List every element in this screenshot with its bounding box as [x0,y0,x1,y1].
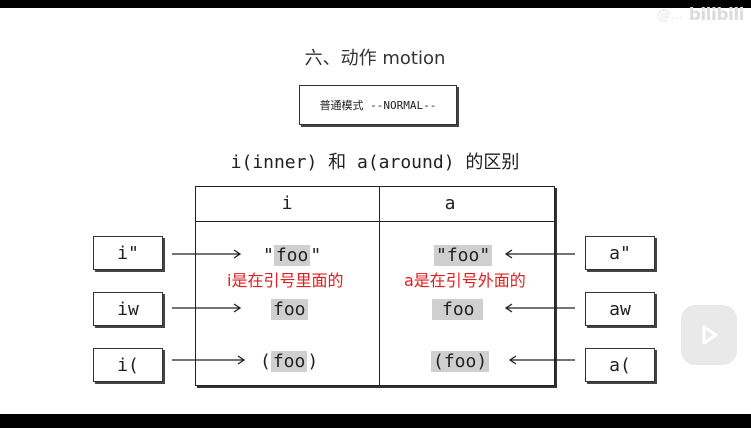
key-iw-label: iw [117,298,139,320]
play-icon [702,325,718,345]
key-a-quote-label: a" [609,242,631,264]
bilibili-logo: bilibili [688,5,745,25]
row3-i-highlight: foo [270,351,308,372]
note-inner: i是在引号里面的 [227,271,344,290]
row3-i-cell: (foo) [260,351,318,372]
row3-a-highlight: (foo) [431,351,490,372]
row2-a-cell: foo [432,299,483,320]
key-aw-label: aw [609,298,631,320]
note-around: a是在引号外面的 [404,271,526,290]
row2-a-highlight: foo [432,299,483,320]
bottom-bar [0,414,751,428]
row3-i-suffix: ) [307,351,319,372]
key-box-i-quote: i" [93,236,163,270]
row1-i-cell: "foo" [263,245,321,266]
table-header-divider [196,221,554,222]
mode-label-box: 普通模式 --NORMAL-- [299,85,457,125]
key-box-i-paren: i( [93,348,163,382]
key-box-aw: aw [585,292,655,326]
row1-i-highlight: foo [273,245,311,266]
table-column-divider [379,187,380,385]
mode-label: 普通模式 --NORMAL-- [319,99,437,112]
bilibili-watermark: @... bilibili [614,4,744,26]
row3-a-cell: (foo) [431,351,490,372]
key-i-paren-label: i( [117,354,139,376]
row1-i-suffix: " [310,245,322,266]
key-box-a-quote: a" [585,236,655,270]
row2-i-cell: foo [271,299,308,320]
row1-a-highlight: "foo" [434,245,493,266]
row3-i-prefix: ( [260,351,271,372]
slide-title: 六、动作 motion [304,48,446,69]
row2-i-highlight: foo [271,299,308,320]
comparison-table: i a "foo" i是在引号里面的 "foo" a是在引号外面的 foo fo… [195,186,555,386]
comparison-subtitle: i(inner) 和 a(around) 的区别 [230,152,520,173]
video-play-button[interactable] [681,305,737,365]
column-header-i: i [281,193,293,214]
top-bar [0,0,751,8]
key-box-iw: iw [93,292,163,326]
watermark-text: @... [657,7,683,23]
key-a-paren-label: a( [609,354,631,376]
key-box-a-paren: a( [585,348,655,382]
row1-i-prefix: " [263,245,274,266]
key-i-quote-label: i" [117,242,139,264]
row1-a-cell: "foo" [434,245,493,266]
column-header-a: a [444,193,456,214]
